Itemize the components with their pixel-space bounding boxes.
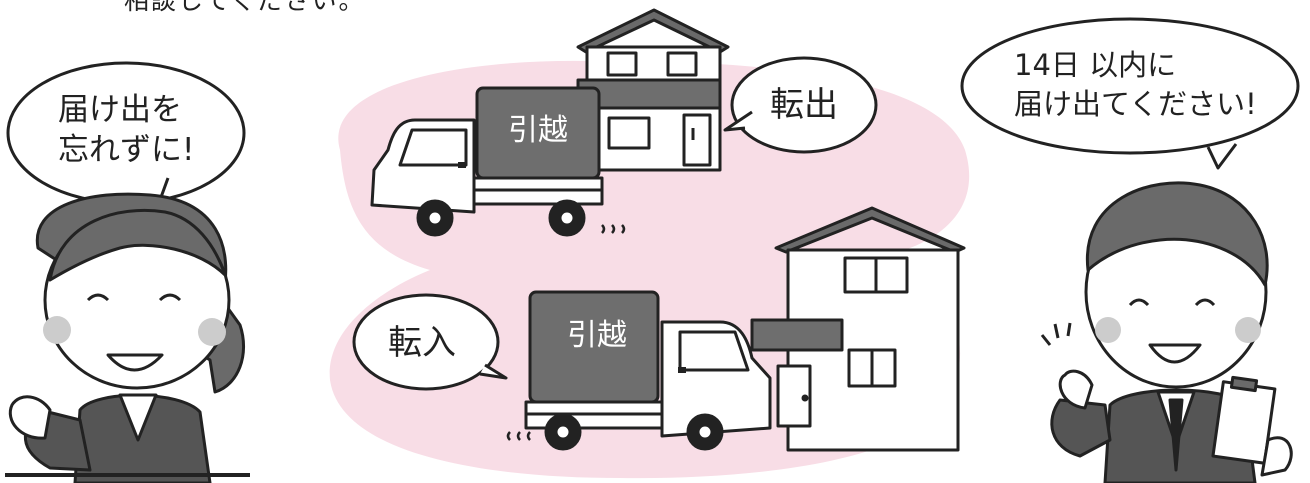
house-icon — [750, 206, 966, 452]
move-in-bubble: 転入 — [352, 293, 508, 391]
top-text: 相談してください。 — [124, 0, 366, 15]
woman-character — [5, 192, 250, 483]
house-icon — [576, 8, 730, 172]
move-in-label: 転入 — [388, 323, 456, 363]
truck-label-in: 引越 — [567, 318, 627, 353]
left-bubble-line-1: 届け出を — [58, 92, 182, 128]
right-bubble-line-2: 届け出てください! — [1014, 87, 1257, 121]
truck-label-out: 引越 — [508, 113, 568, 148]
left-speech-bubble: 届け出を 忘れずに! — [6, 61, 246, 205]
truck-icon — [524, 290, 772, 451]
move-out-bubble: 転出 — [723, 56, 878, 154]
right-speech-bubble: 14日 以内に 届け出てください! — [960, 17, 1300, 170]
right-bubble-line-1: 14日 以内に — [1014, 48, 1176, 82]
move-out-label: 転出 — [770, 85, 838, 125]
clipboard-icon — [1211, 375, 1293, 477]
truck-icon — [370, 86, 604, 237]
left-bubble-line-2: 忘れずに! — [58, 132, 194, 168]
